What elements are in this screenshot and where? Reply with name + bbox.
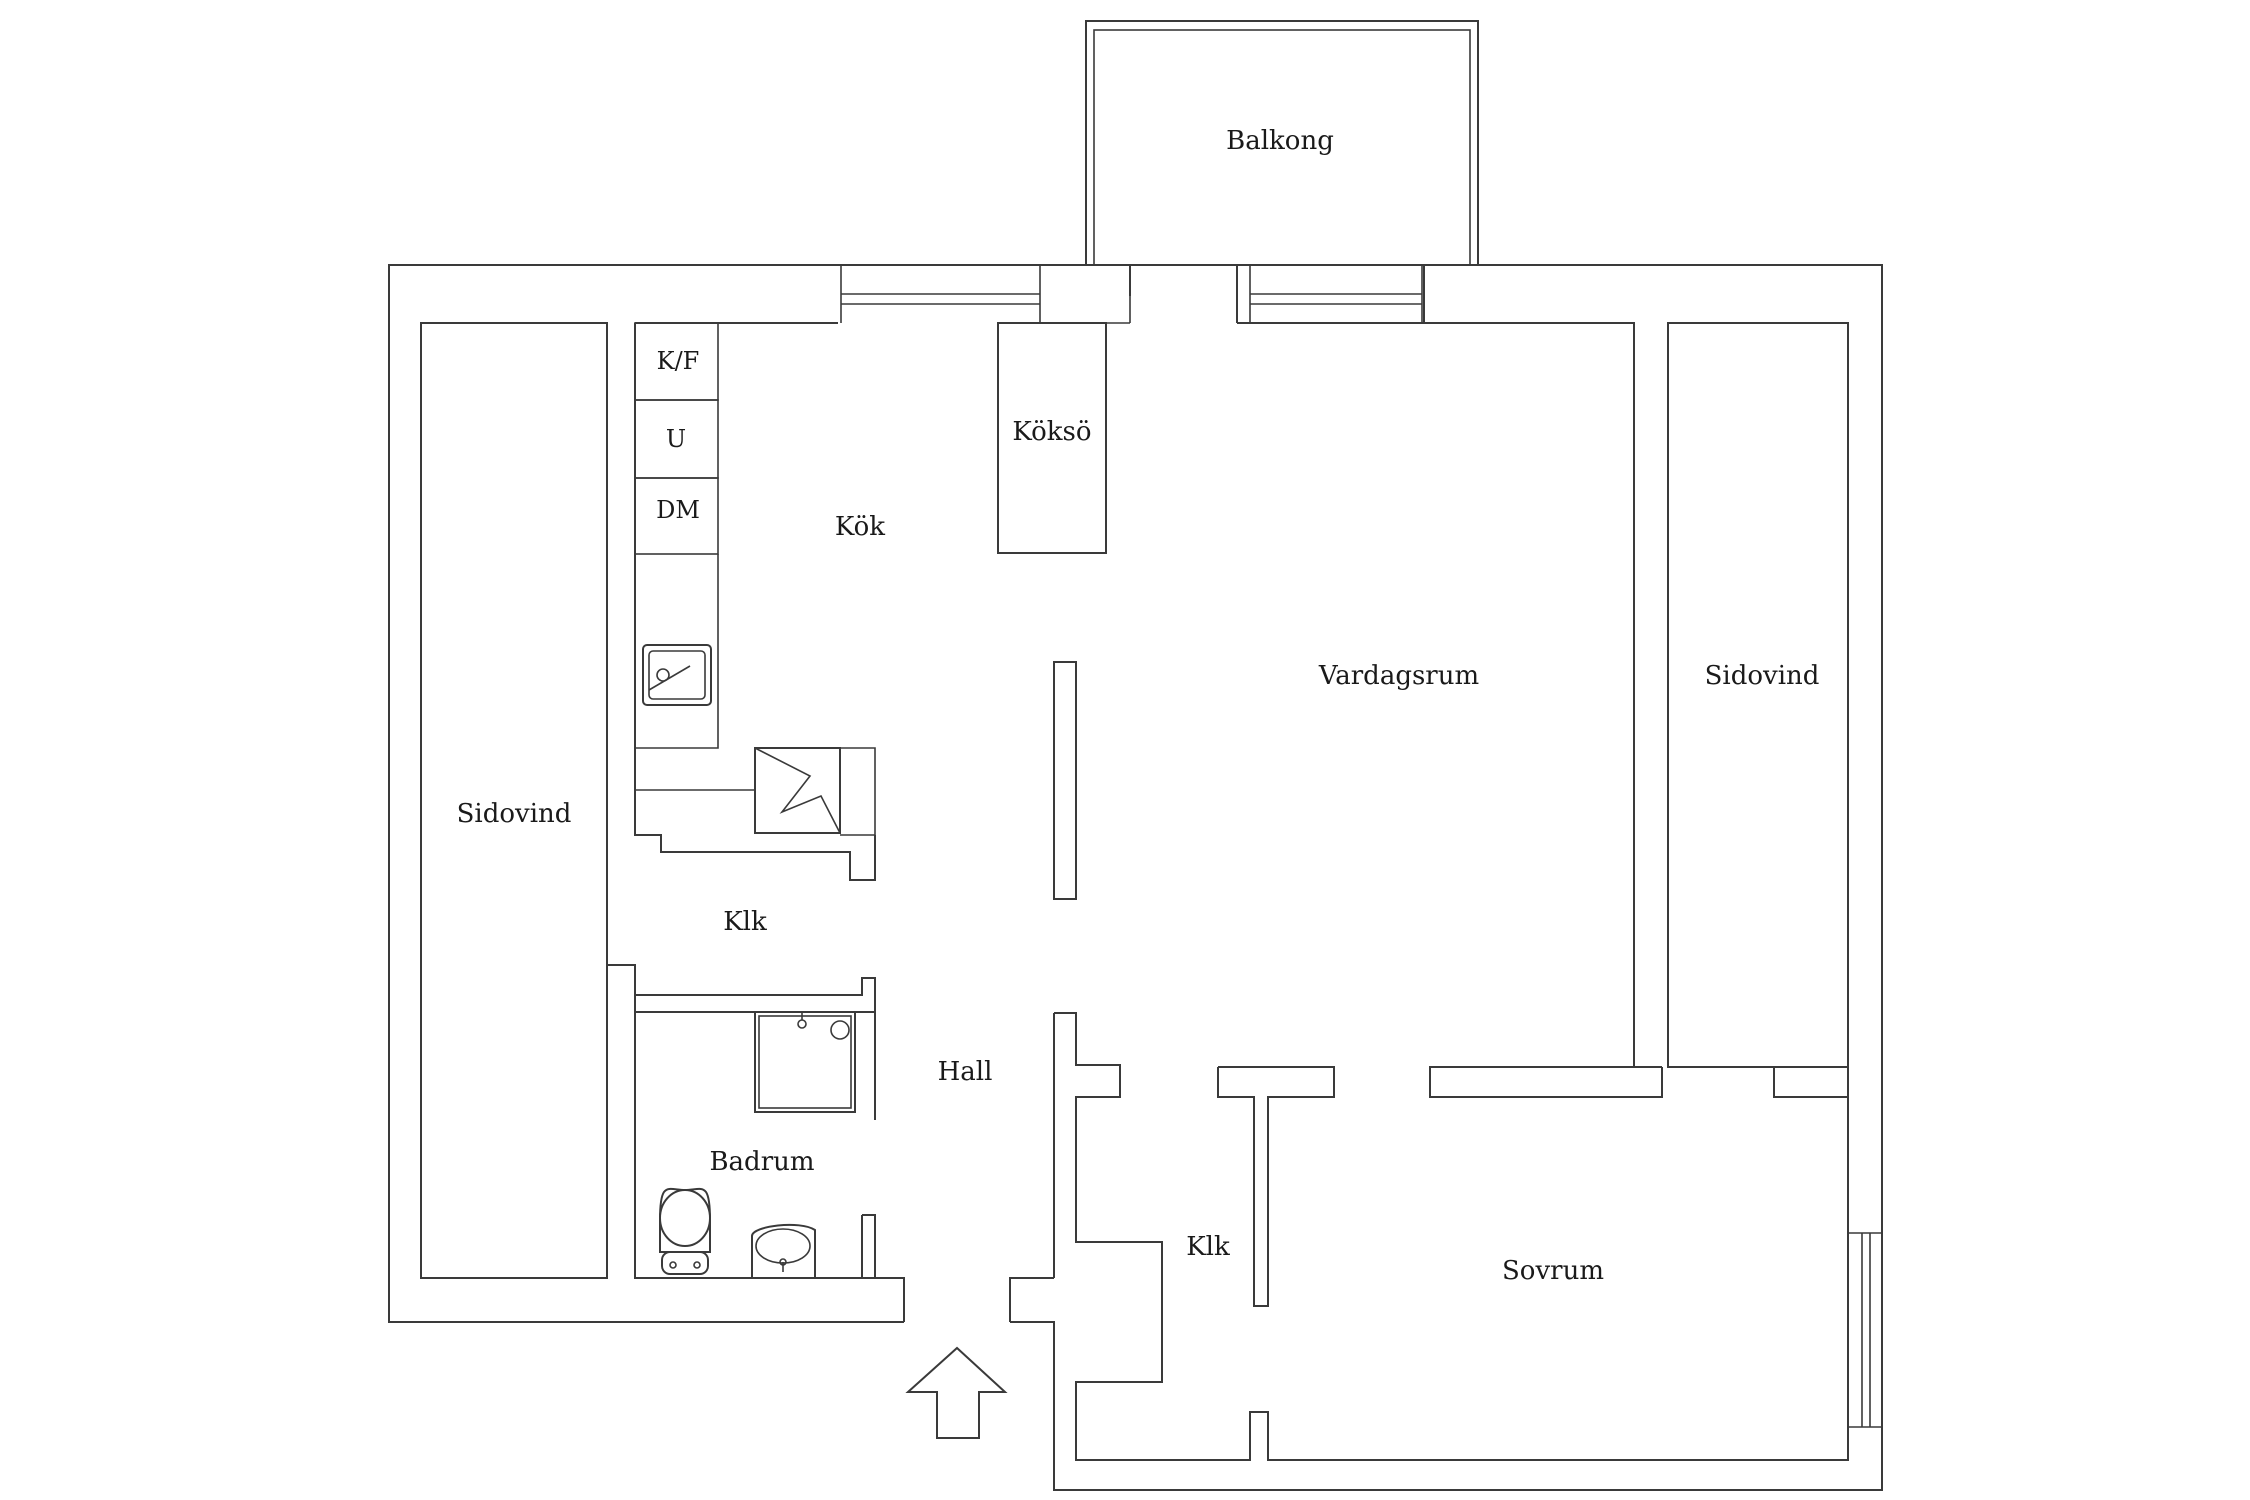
label-u: U [666, 425, 686, 453]
label-sovrum: Sovrum [1502, 1256, 1604, 1286]
sidovind-left [420, 322, 608, 1279]
stove-icon [754, 747, 841, 834]
toilet-icon [659, 1187, 711, 1275]
label-kok: Kök [835, 512, 885, 542]
label-sidovind-left: Sidovind [457, 799, 572, 829]
kitchen-sink-icon [642, 644, 712, 706]
sidovind-right [1667, 322, 1849, 1068]
washbasin-icon [751, 1223, 816, 1279]
balcony [1085, 20, 1479, 266]
closet-wall [607, 964, 876, 1013]
label-balkong: Balkong [1226, 126, 1334, 156]
label-dm: DM [656, 496, 700, 524]
kitchen-island [997, 322, 1107, 554]
label-vardagsrum: Vardagsrum [1318, 661, 1479, 691]
label-badrum: Badrum [709, 1147, 814, 1177]
partition-wall [1053, 661, 1077, 900]
window-kitchen [840, 265, 1131, 324]
label-klk-bottom: Klk [1186, 1232, 1230, 1262]
hall-walls [1009, 1012, 1849, 1461]
window-bedroom [1848, 1232, 1882, 1428]
label-klk-top: Klk [723, 907, 767, 937]
entrance-arrow-icon [905, 1346, 1008, 1439]
window-living [1249, 265, 1423, 323]
shower-icon [754, 1011, 856, 1113]
living-walls [1423, 265, 1849, 1430]
kitchen-counter [634, 322, 876, 881]
label-hall: Hall [938, 1057, 993, 1087]
label-koksö: Köksö [1012, 417, 1091, 447]
outer-walls [388, 264, 1883, 1491]
label-kf: K/F [657, 347, 700, 375]
label-sidovind-right: Sidovind [1705, 661, 1820, 691]
